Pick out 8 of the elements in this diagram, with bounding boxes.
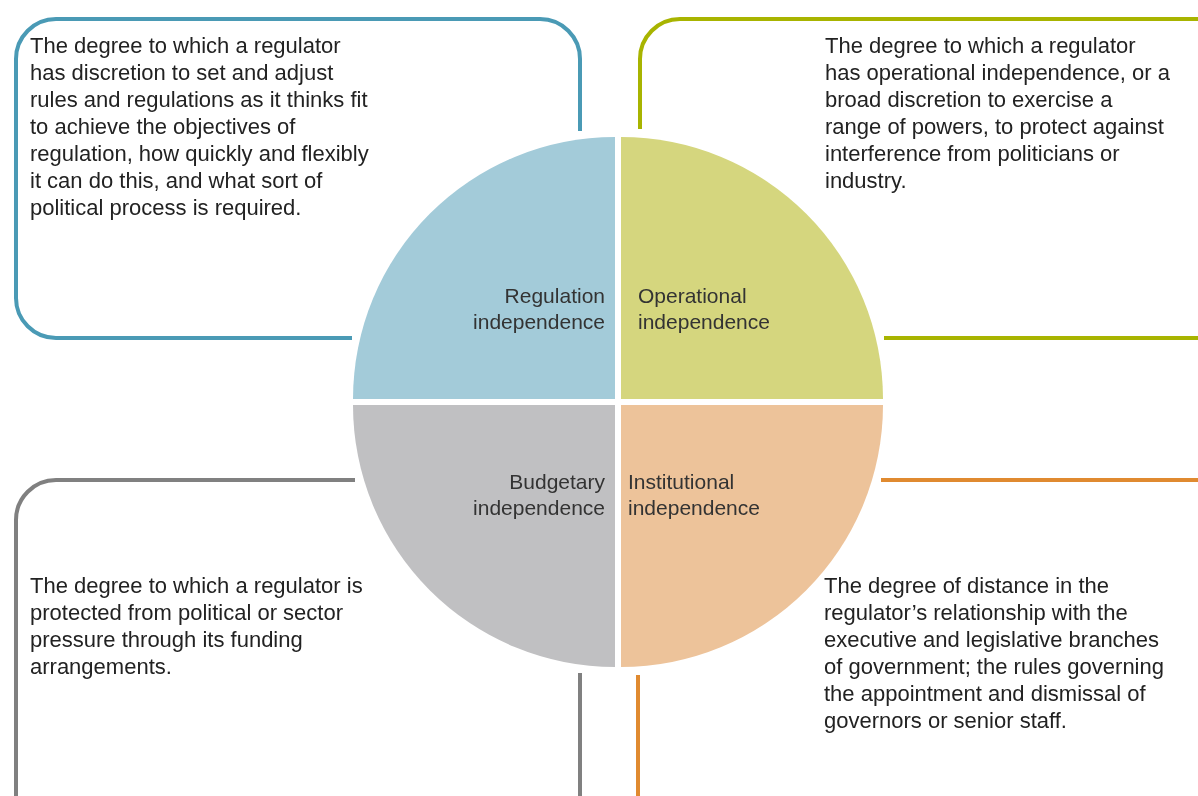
- quadrant-label: Budgetary independence: [472, 469, 605, 521]
- quadrant-label: Institutional independence: [628, 469, 761, 521]
- description-text: The degree to which a regulator has discretion to set and adjust rules and regulations as it thinks fit to achieve the objectives of regulation, how quickly and flexibly it can do this, and what sort of political process is required.: [30, 32, 370, 221]
- description-text: The degree to which a regulator has operational independence, or a broad discretion to exercise a range of powers, to protect against interference from politicians or industry.: [825, 32, 1170, 194]
- description-text: The degree of distance in the regulator’s relationship with the executive and legislative branches of government; the rules governing the appointment and dismissal of governors or senior staff.: [824, 572, 1165, 734]
- quadrant-label: Regulation independence: [472, 283, 605, 335]
- quadrant-label: Operational independence: [638, 283, 771, 335]
- description-text: The degree to which a regulator is protected from political or sector pressure through its funding arrangements.: [30, 572, 364, 680]
